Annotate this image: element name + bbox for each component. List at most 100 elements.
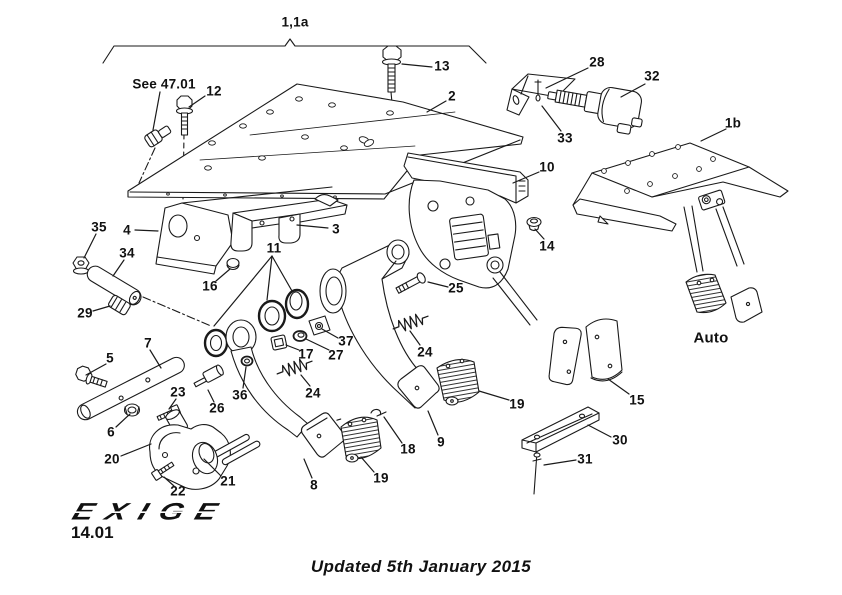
leader-10: [512, 171, 540, 184]
callout-37-19: 37: [338, 333, 354, 349]
callout-29-17: 29: [77, 305, 93, 321]
nut-6: [123, 403, 141, 417]
callout-9-36: 9: [437, 434, 445, 450]
leader-11: [266, 255, 273, 301]
pedal-8-pad: [300, 412, 346, 458]
leader-22: [163, 476, 175, 487]
pin-16: [226, 257, 240, 271]
callout-8-33: 8: [310, 477, 318, 493]
part-9-brake-pedal: [319, 239, 440, 409]
callout-26-27: 26: [209, 400, 225, 416]
accelerator-pad: [548, 326, 582, 386]
callout-see-47-01-1: See 47.01: [132, 76, 196, 92]
part-8-clutch-pedal: [225, 319, 346, 458]
leader-24: [300, 374, 311, 387]
part-20-clevis: [149, 409, 261, 490]
leader-29: [92, 305, 111, 312]
leader-19: [360, 456, 375, 473]
callout-4-12: 4: [123, 222, 131, 238]
section-number: 14.01: [71, 523, 114, 542]
leader-16: [215, 268, 231, 282]
part-3-channel-bracket: [230, 193, 348, 252]
callout-34-16: 34: [119, 245, 135, 261]
leader-2: [426, 100, 447, 113]
leader-32: [620, 83, 646, 98]
leader-5: [85, 363, 107, 376]
plate-cutout: [358, 136, 375, 147]
callout-1b-9: 1b: [724, 115, 742, 131]
leader-18: [383, 416, 403, 444]
auto-brake-pad: [685, 273, 727, 314]
callout-2-4: 2: [448, 88, 456, 104]
callout-25-18: 25: [448, 280, 464, 296]
clamp-see-47-01: [144, 125, 172, 148]
callout-27-21: 27: [328, 347, 344, 363]
leader-37: [321, 328, 339, 339]
callout-13-3: 13: [434, 58, 450, 74]
part-15-pedal-pad: [585, 318, 623, 382]
pedal-9-pad: [397, 365, 440, 409]
clip-29: [108, 294, 131, 316]
rod-7: [76, 356, 185, 421]
leader-20: [120, 443, 152, 457]
spring-24-right: [392, 313, 429, 332]
callout-16-15: 16: [202, 278, 218, 294]
footer-updated-date: Updated 5th January 2015: [310, 557, 532, 576]
leader-11: [213, 255, 273, 327]
leader-24: [409, 330, 421, 346]
auto-accel-pad: [730, 287, 763, 323]
callout-32-6: 32: [644, 68, 660, 84]
callout-23-26: 23: [170, 384, 186, 400]
part-2-mounting-plate: [127, 83, 524, 200]
bolt-12: [175, 95, 194, 136]
callout-6-29: 6: [107, 424, 115, 440]
leader-see-47-01: [152, 91, 161, 131]
callout-auto-41: Auto: [693, 329, 729, 347]
span-bracket-1-1a: [102, 38, 487, 64]
leader-31: [543, 459, 577, 466]
callout-1-1a-0: 1,1a: [281, 14, 309, 30]
clip-18: [370, 408, 387, 417]
callout-14-10: 14: [539, 238, 555, 254]
callout-22-32: 22: [170, 483, 186, 499]
callout-15-38: 15: [629, 392, 645, 408]
leader-30: [587, 424, 612, 438]
pin-33: [534, 79, 542, 102]
callout-20-30: 20: [104, 451, 120, 467]
callout-24-23: 24: [305, 385, 321, 401]
callout-31-40: 31: [577, 451, 593, 467]
nut-35: [72, 256, 90, 275]
callout-18-35: 18: [400, 441, 416, 457]
rod-34: [86, 265, 142, 306]
spring-24-left: [276, 358, 313, 377]
bush-27: [292, 330, 308, 342]
leader-3: [296, 224, 329, 229]
leader-35: [83, 233, 97, 259]
bush-17: [270, 334, 288, 351]
part-1b-auto-assembly: [572, 142, 789, 323]
leader-7: [149, 349, 162, 369]
leader-14: [534, 228, 545, 240]
part-10-accelerator-assembly: [403, 152, 582, 386]
leader-19: [478, 390, 510, 401]
leader-27: [305, 338, 330, 351]
leader-36: [242, 366, 247, 389]
part-4-side-plate: [155, 186, 333, 275]
callout-19-34: 19: [373, 470, 389, 486]
callout-17-20: 17: [298, 346, 314, 362]
leader-23: [168, 398, 177, 410]
bushes-11: [203, 288, 310, 358]
callout-36-28: 36: [232, 387, 248, 403]
leader-15: [607, 378, 630, 395]
callout-33-7: 33: [557, 130, 573, 146]
leader-12: [188, 95, 206, 108]
bolt-22: [151, 461, 175, 481]
callout-12-2: 12: [206, 83, 222, 99]
leader-9: [427, 410, 439, 436]
part-30-bracket: [521, 406, 600, 453]
leader-33: [541, 105, 562, 132]
callout-35-11: 35: [91, 219, 107, 235]
bolt-5: [75, 365, 108, 388]
